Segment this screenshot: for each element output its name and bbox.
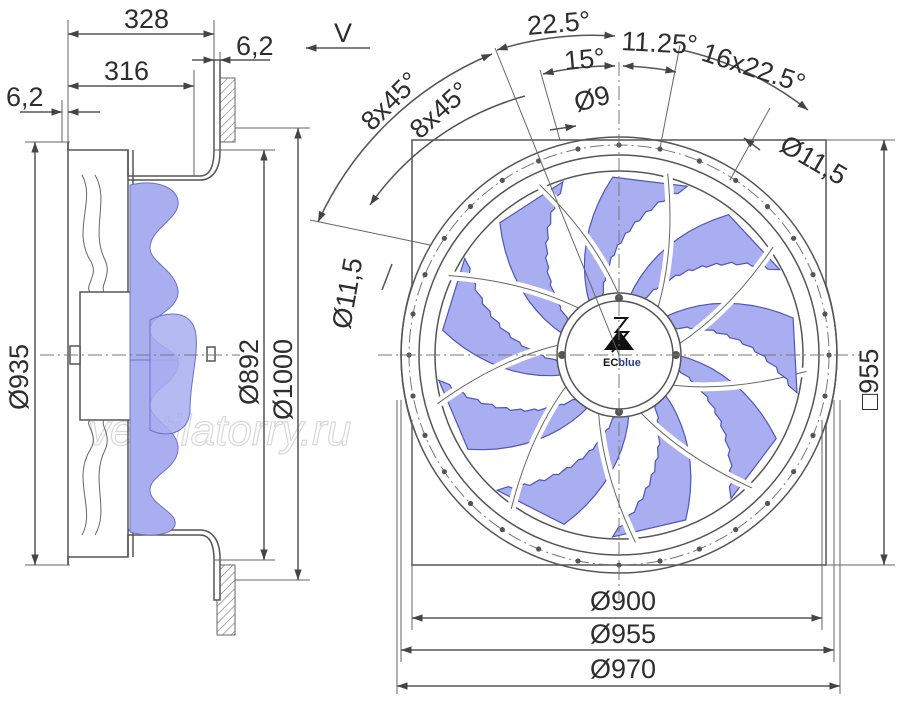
bolt-hole xyxy=(822,393,828,399)
blade-side-middle xyxy=(149,313,197,435)
bolt-hole xyxy=(441,235,447,241)
angle-15: 15° xyxy=(563,43,606,76)
dim-flange-left: 6,2 xyxy=(6,82,44,112)
bolt-hole xyxy=(422,272,428,278)
strut-bottom-1 xyxy=(81,419,94,536)
front-view: ECblue 22.5° 15° 11.25° 16x22.5° 8x45° 8… xyxy=(309,6,895,694)
dim-total-depth: 328 xyxy=(124,4,169,34)
leader-d11-5-left xyxy=(381,263,393,291)
arc-15 xyxy=(542,62,616,76)
bolt-hole xyxy=(499,527,505,533)
bolt-hole xyxy=(733,177,739,183)
logo-text: ECblue xyxy=(603,357,641,369)
view-label: V xyxy=(334,18,352,48)
bolt-hole xyxy=(657,146,663,152)
bolt-hole xyxy=(810,432,816,438)
bolt-hole xyxy=(791,469,797,475)
bolt-hole xyxy=(441,469,447,475)
rotor-cap xyxy=(206,346,216,362)
bolt-hole xyxy=(499,177,505,183)
support-arm-edge xyxy=(639,411,753,489)
arc-11-25 xyxy=(622,62,677,74)
support-arm-edge xyxy=(598,411,636,543)
dim-diameter-935: Ø935 xyxy=(4,344,34,410)
bolt-hole xyxy=(422,432,428,438)
support-arm-edge xyxy=(657,173,671,310)
bolt-hole xyxy=(822,311,828,317)
bolt-hole xyxy=(410,393,416,399)
bolt-hole xyxy=(791,235,797,241)
pattern-16x22-5: 16x22.5° xyxy=(698,37,809,99)
bolt-hole xyxy=(764,203,771,210)
bolt-hole xyxy=(575,146,581,152)
motor-body xyxy=(79,291,133,421)
strut-bottom-2 xyxy=(94,419,108,536)
leader-d11-5-right xyxy=(743,137,761,151)
bolt-hole xyxy=(696,158,703,164)
ray-11-25 xyxy=(659,44,681,149)
angle-11-25: 11.25° xyxy=(621,26,699,60)
bolt-hole xyxy=(657,558,663,564)
dim-diameter-900: Ø900 xyxy=(590,586,656,616)
dim-diameter-892: Ø892 xyxy=(234,339,264,405)
side-view: 328 316 6,2 6,2 V Ø935 Ø892 Ø1000 xyxy=(4,4,370,636)
dim-flange-right: 6,2 xyxy=(236,31,274,61)
bolt-hole xyxy=(696,546,703,552)
bolt-hole xyxy=(764,500,771,507)
bolt-hole xyxy=(575,558,581,564)
ray-left-hole xyxy=(309,219,431,246)
bolt-hole xyxy=(410,311,416,317)
hole-d11-5-left: Ø11,5 xyxy=(326,255,368,331)
housing-profile-bottom xyxy=(67,529,221,601)
bolt-hole xyxy=(616,562,622,568)
bolt-hole xyxy=(467,500,474,507)
support-arm-edge xyxy=(510,384,568,510)
strut-top-2 xyxy=(94,174,108,293)
dim-inner-depth: 316 xyxy=(104,56,149,86)
arc-16x22-5 xyxy=(681,49,809,111)
bolt-hole xyxy=(467,203,474,210)
arc-8x45-inner xyxy=(369,95,526,206)
support-arm-edge xyxy=(437,344,561,405)
dim-diameter-1000: Ø1000 xyxy=(268,339,298,420)
support-arm-edge xyxy=(448,275,581,310)
bolt-hole xyxy=(733,527,739,533)
hole-d9: Ø9 xyxy=(571,79,614,117)
bolt-hole xyxy=(810,272,816,278)
hub-bolt-left xyxy=(558,351,566,359)
dim-square-955: □955 xyxy=(854,349,884,410)
arc-8x45-outer xyxy=(317,53,493,223)
arc-22-5 xyxy=(496,31,616,51)
support-arm-edge xyxy=(539,184,620,296)
strut-top-1 xyxy=(81,174,94,293)
angle-22-5: 22.5° xyxy=(526,6,592,41)
dim-diameter-970: Ø970 xyxy=(590,654,656,684)
support-arm-edge xyxy=(677,246,774,346)
bolt-hole xyxy=(536,546,542,552)
leader-d9 xyxy=(549,123,577,132)
dim-diameter-955: Ø955 xyxy=(590,619,656,649)
impeller-blades xyxy=(434,172,808,545)
